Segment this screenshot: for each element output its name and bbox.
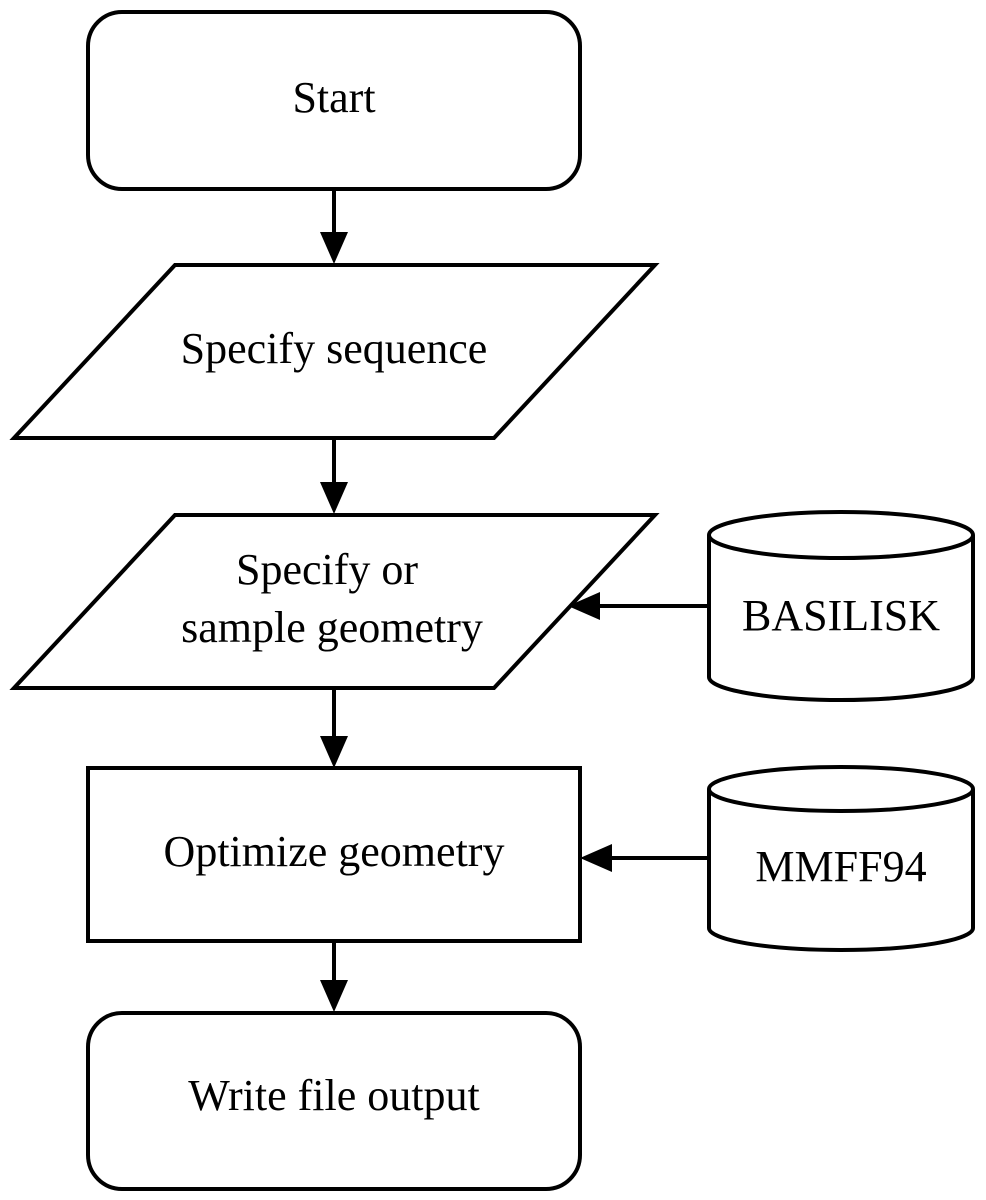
specify-sequence-node: Specify sequence [9, 263, 660, 440]
mmff94-database-node: MMFF94 [707, 765, 975, 952]
arrowhead [568, 592, 600, 620]
mmff94-database-top [707, 765, 975, 813]
edge-mmff94-to-optimize-geometry [580, 844, 709, 872]
specify-geometry-node: Specify or sample geometry [9, 513, 660, 690]
edge-basilisk-to-specify-geometry [568, 592, 709, 620]
specify-sequence-node-label: Specify sequence [181, 324, 488, 373]
arrowhead [320, 736, 348, 768]
arrowhead [320, 482, 348, 514]
arrowhead [320, 980, 348, 1012]
write-output-node-shape [86, 1011, 582, 1191]
write-output-node-label: Write file output [188, 1071, 479, 1120]
specify-geometry-node-label-line2: sample geometry [181, 603, 483, 652]
optimize-geometry-node-shape [86, 766, 582, 943]
write-output-node: Write file output [86, 1011, 582, 1191]
specify-geometry-node-shape [9, 513, 660, 690]
basilisk-database-label: BASILISK [742, 591, 940, 640]
arrowhead [580, 844, 612, 872]
optimize-geometry-node-label: Optimize geometry [164, 827, 505, 876]
specify-geometry-node-label-line1: Specify or [236, 545, 418, 594]
edge-specify-sequence-to-specify-geometry [320, 438, 348, 514]
start-node: Start [86, 10, 582, 191]
mmff94-database-label: MMFF94 [755, 842, 926, 891]
basilisk-database-top [707, 510, 975, 560]
basilisk-database-node: BASILISK [707, 510, 975, 702]
optimize-geometry-node: Optimize geometry [86, 766, 582, 943]
mmff94-database-body [707, 789, 975, 952]
basilisk-database-body [707, 535, 975, 702]
start-node-label: Start [292, 73, 375, 122]
arrowhead [320, 232, 348, 264]
specify-sequence-node-shape [9, 263, 660, 440]
edge-specify-geometry-to-optimize-geometry [320, 688, 348, 768]
edge-start-to-specify-sequence [320, 189, 348, 264]
edge-optimize-geometry-to-write-output [320, 941, 348, 1012]
